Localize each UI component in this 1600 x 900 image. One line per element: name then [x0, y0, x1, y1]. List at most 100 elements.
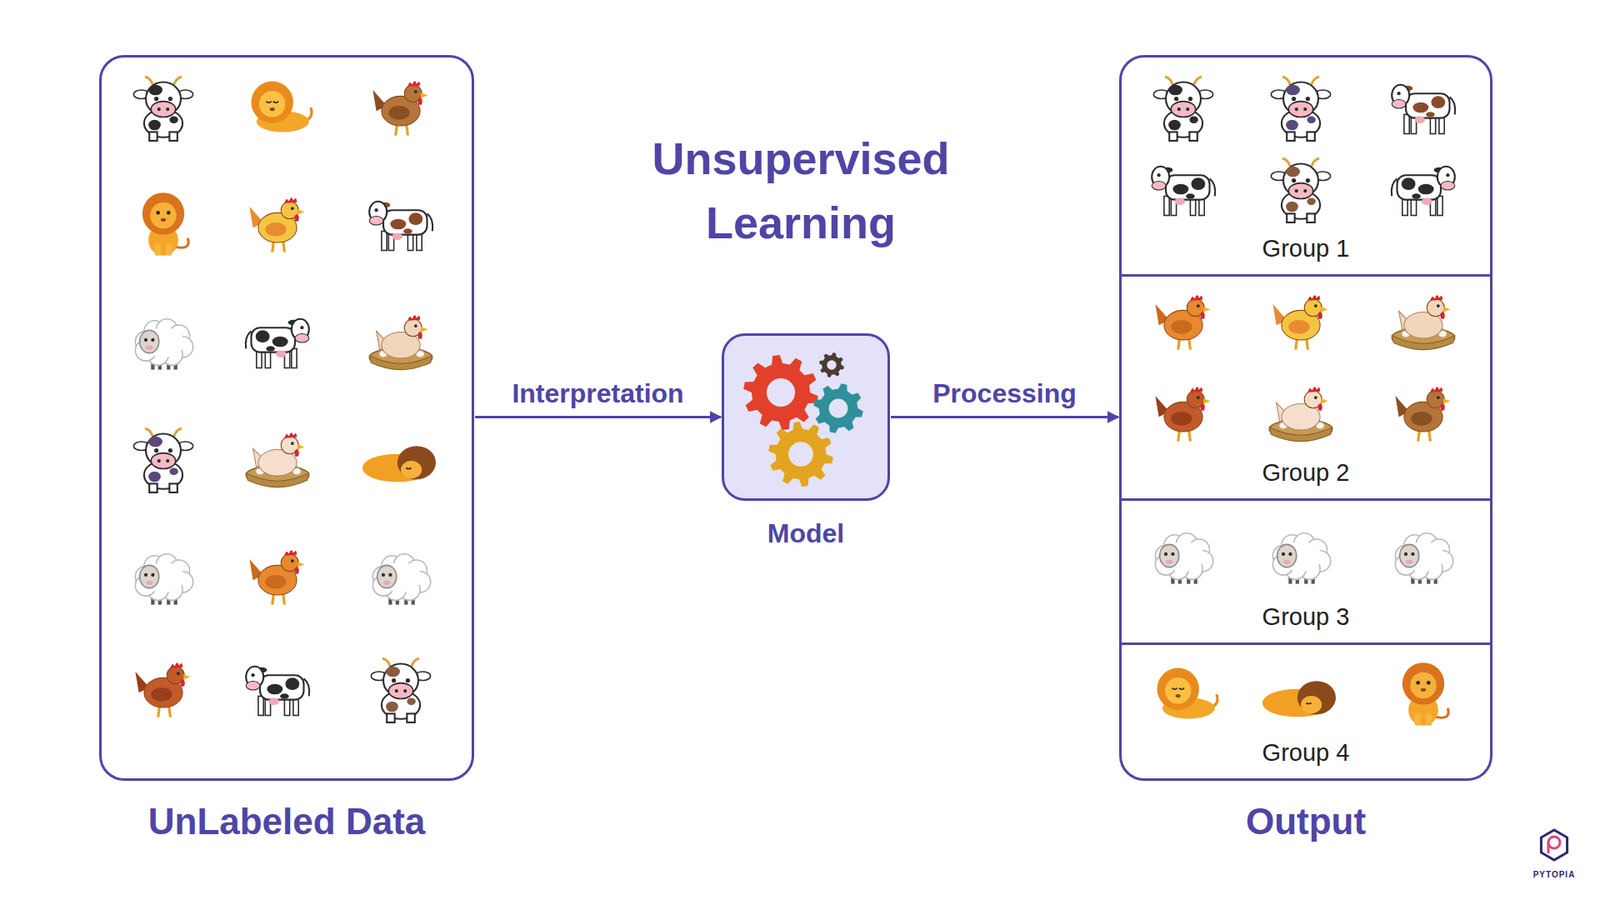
- cow-icon-part: [383, 210, 428, 235]
- gear-icon: [743, 355, 819, 430]
- hen-icon: [1391, 295, 1455, 350]
- panel-heading: UnLabeled Data: [101, 800, 472, 845]
- lion-icon-part: [265, 101, 279, 104]
- cow-icon-part: [148, 436, 163, 448]
- sheep-icon: [135, 554, 193, 605]
- hen-icon-part: [1436, 304, 1440, 308]
- cow-icon-part: [1306, 116, 1316, 124]
- cow-icon-part: [1305, 178, 1310, 183]
- sheep-icon-part: [1404, 552, 1408, 556]
- hen-icon-part: [265, 222, 286, 237]
- sheep-icon-part: [388, 573, 392, 577]
- sheep-icon-part: [150, 338, 155, 342]
- lion-icon-part: [1171, 688, 1185, 690]
- data-panel: UnLabeled Data: [99, 55, 475, 781]
- lion-icon-part: [400, 460, 422, 479]
- cow-icon-part: [1165, 76, 1173, 85]
- edge-label: Processing: [929, 378, 1080, 410]
- cow-icon-part: [1311, 76, 1320, 85]
- cow-icon-part: [1194, 76, 1202, 85]
- group-label: Group 3: [1121, 602, 1490, 632]
- cow-icon-part: [1188, 96, 1193, 101]
- lion-icon-part: [1415, 713, 1421, 726]
- cow-icon-part: [251, 673, 255, 677]
- sheep-icon-part: [1165, 560, 1173, 565]
- cow-icon: [245, 319, 310, 369]
- sheep-icon-part: [1164, 552, 1168, 556]
- hen-icon-part: [1288, 320, 1310, 335]
- cow-icon-part: [1185, 193, 1195, 199]
- cow-icon-part: [280, 693, 290, 699]
- gear-icon-part: [813, 383, 864, 434]
- gear-icon: [768, 421, 834, 487]
- hen-icon-part: [183, 674, 190, 680]
- logo-icon-part: [1547, 842, 1550, 854]
- cow-icon-part: [403, 689, 407, 693]
- hen-icon-part: [290, 441, 295, 445]
- lion-icon-part: [1425, 713, 1432, 726]
- cow-icon-part: [251, 327, 296, 352]
- hen-icon-part: [284, 432, 297, 439]
- cow-icon-part: [149, 483, 157, 493]
- cow-icon-part: [168, 448, 173, 453]
- hen-icon: [1155, 386, 1210, 441]
- lion-icon-part: [397, 445, 436, 480]
- cow-icon-part: [1190, 177, 1205, 190]
- sheep-icon-part: [144, 338, 148, 342]
- sheep-icon-part: [1283, 560, 1290, 565]
- text-run: Group 4: [1262, 739, 1350, 766]
- hen-icon-part: [388, 105, 410, 120]
- sheep-icon-part: [140, 565, 160, 588]
- hen-icon-part: [1190, 295, 1203, 301]
- hen-icon-part: [1200, 311, 1205, 319]
- hen-icon-part: [407, 315, 420, 321]
- text-run: UnLabeled Data: [148, 800, 426, 842]
- cow-icon-part: [149, 131, 157, 141]
- sheep-icon-part: [1400, 544, 1420, 567]
- cow-icon-part: [145, 428, 153, 436]
- group-label: Group 1: [1121, 234, 1490, 264]
- lion-icon-part: [270, 107, 275, 111]
- cow-icon-part: [265, 345, 275, 351]
- cow-icon-part: [148, 85, 163, 96]
- cow-icon-part: [1168, 85, 1183, 96]
- hen-icon-part: [420, 92, 428, 98]
- hen-icon-part: [407, 80, 420, 87]
- lion-icon: [1402, 662, 1449, 726]
- sheep-icon-part: [145, 345, 153, 350]
- cow-icon-part: [1169, 131, 1177, 141]
- cow-icon-part: [403, 228, 413, 234]
- hen-icon-part: [1317, 311, 1322, 319]
- cow-icon-part: [165, 459, 170, 463]
- hen-icon: [369, 315, 433, 370]
- sheep-icon-part: [145, 580, 153, 585]
- sheep-icon: [1155, 533, 1213, 585]
- cow-icon-part: [1306, 213, 1315, 223]
- hen-icon: [1395, 386, 1450, 441]
- cow-icon-part: [291, 348, 297, 368]
- hen-icon-part: [150, 687, 172, 702]
- cow-icon-part: [272, 336, 289, 348]
- cow-icon: [245, 666, 310, 716]
- cow-icon-part: [174, 76, 182, 85]
- cow-icon-part: [388, 683, 413, 700]
- hen-icon-part: [1170, 411, 1192, 426]
- cow-icon-part: [169, 116, 179, 124]
- cow-icon-part: [1306, 131, 1315, 141]
- cow-icon-part: [1185, 107, 1190, 111]
- cow-icon-part: [1397, 91, 1401, 95]
- cow-icon: [370, 658, 430, 723]
- flow-arrow: [475, 415, 721, 419]
- lion-icon-part: [150, 202, 177, 230]
- hen-icon-part: [290, 206, 295, 210]
- cow-icon-part: [1282, 158, 1290, 166]
- cow-icon-part: [1168, 120, 1181, 131]
- output-panel: OutputGroup 1Group 2Group 3Group 4: [1119, 55, 1493, 781]
- cow-icon-part: [1295, 107, 1299, 111]
- sheep-icon-part: [1160, 544, 1180, 567]
- cow-icon-part: [157, 107, 161, 111]
- cow-icon-part: [148, 471, 161, 483]
- cow-icon-part: [1170, 101, 1195, 118]
- gear-icon-part: [766, 378, 795, 407]
- hen-icon-part: [1307, 386, 1320, 393]
